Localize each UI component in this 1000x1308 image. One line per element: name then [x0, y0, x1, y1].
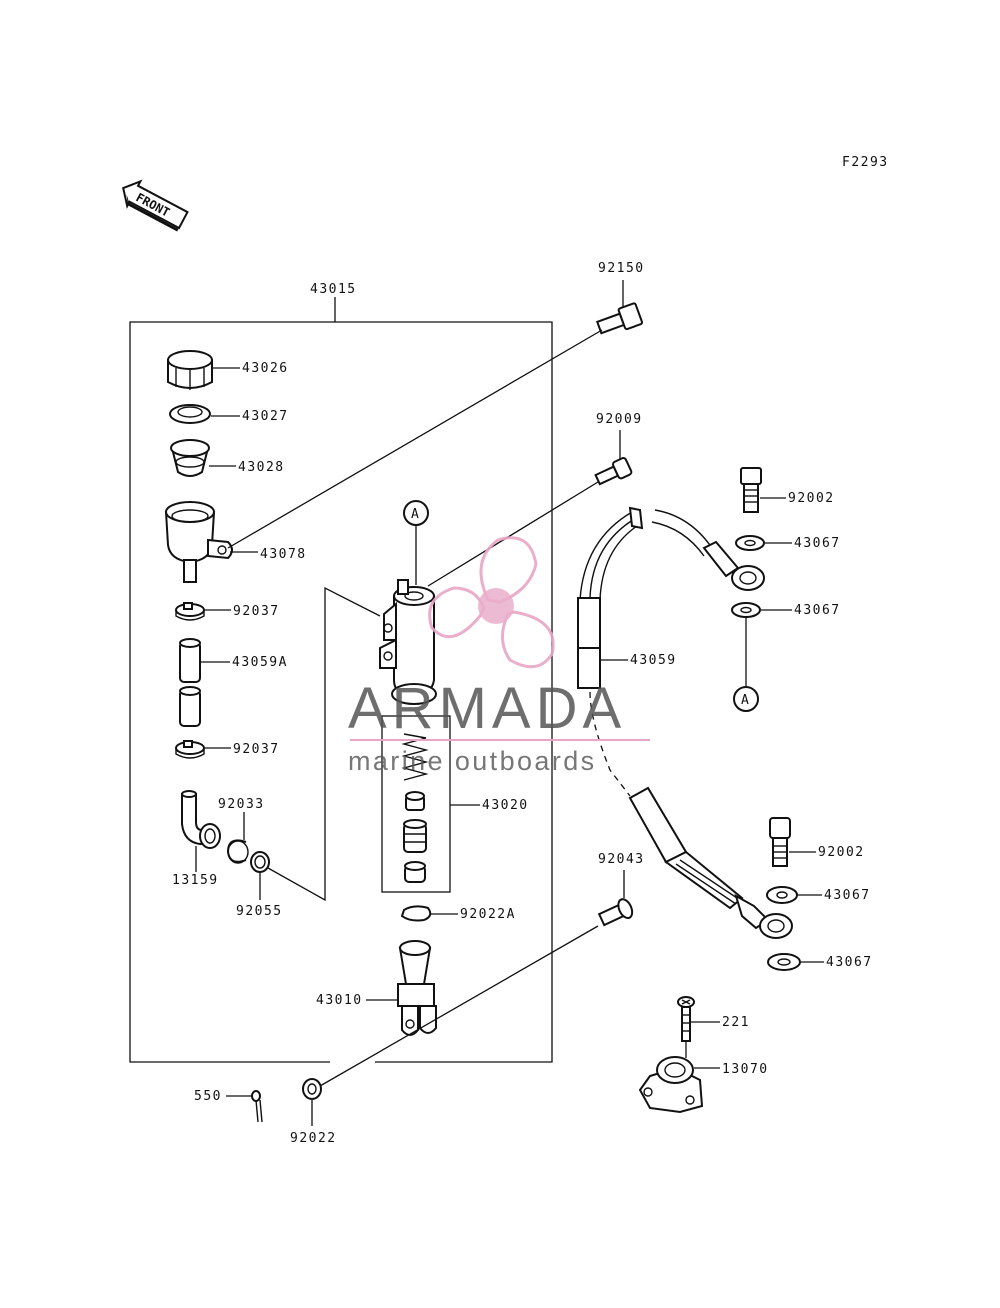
- elbow-fitting: [181, 790, 221, 849]
- label-43027: 43027: [242, 409, 289, 424]
- piston-lower: [404, 861, 426, 883]
- connector-line-oring: [267, 586, 381, 902]
- assembly-box: [129, 297, 553, 1063]
- reservoir-tank: [164, 501, 233, 583]
- watermark-brand: ARMADA: [348, 676, 626, 741]
- brake-hose: [577, 506, 765, 797]
- label-92022: 92022: [290, 1131, 337, 1146]
- label-43015: 43015: [310, 282, 357, 297]
- reservoir-bracket: [638, 1056, 704, 1114]
- label-13070: 13070: [722, 1062, 769, 1077]
- leader-92150: [227, 329, 603, 549]
- label-43067-c: 43067: [824, 888, 871, 903]
- label-43010: 43010: [316, 993, 363, 1008]
- bolt-92009: [594, 457, 633, 486]
- label-92037-upper: 92037: [233, 604, 280, 619]
- label-43067-d: 43067: [826, 955, 873, 970]
- washer-43067-a: [735, 535, 765, 551]
- label-43028: 43028: [238, 460, 285, 475]
- label-43067-a: 43067: [794, 536, 841, 551]
- banjo-bolt-lower: [769, 817, 791, 867]
- hose-lower: [179, 686, 201, 727]
- hose-clamp-lower: [175, 740, 205, 759]
- bolt-92150: [595, 302, 643, 335]
- brake-hose-lower-end: [628, 786, 793, 939]
- diaphragm-ring: [169, 404, 211, 424]
- propeller-logo-icon: [428, 536, 555, 669]
- label-92002-lower: 92002: [818, 845, 865, 860]
- hose-clamp-upper: [175, 602, 205, 621]
- piston-kit-box: [381, 715, 451, 893]
- label-92002-upper: 92002: [788, 491, 835, 506]
- washer-43067-c: [766, 886, 798, 904]
- label-92033: 92033: [218, 797, 265, 812]
- circlip-92022a: [400, 905, 432, 922]
- label-43078: 43078: [260, 547, 307, 562]
- label-221: 221: [722, 1015, 750, 1030]
- screw-221: [677, 996, 695, 1042]
- hose-upper: [179, 638, 201, 683]
- label-43067-b: 43067: [794, 603, 841, 618]
- master-cylinder: [379, 579, 437, 705]
- label-92055: 92055: [236, 904, 283, 919]
- washer-43067-d: [767, 953, 801, 971]
- label-43020: 43020: [482, 798, 529, 813]
- circlip: [226, 839, 249, 864]
- banjo-bolt-upper: [740, 467, 762, 513]
- washer-92022: [302, 1078, 322, 1100]
- watermark-tagline: marine outboards: [348, 746, 597, 776]
- label-92037-lower: 92037: [233, 742, 280, 757]
- label-92009: 92009: [596, 412, 643, 427]
- cotter-pin: [251, 1090, 263, 1123]
- label-550: 550: [194, 1089, 222, 1104]
- label-92150: 92150: [598, 261, 645, 276]
- reservoir-plate: [170, 439, 210, 477]
- ref-marker-a-lower-label: A: [741, 693, 750, 708]
- clevis-pin: [597, 898, 634, 927]
- push-rod: [397, 940, 437, 1036]
- label-43059: 43059: [630, 653, 677, 668]
- leader-92009: [427, 481, 599, 587]
- label-92043: 92043: [598, 852, 645, 867]
- piston-upper: [405, 791, 425, 811]
- figure-code: F2293: [842, 155, 889, 170]
- washer-43067-b: [731, 602, 761, 618]
- ref-marker-a-lower: A: [733, 686, 759, 712]
- label-43059A: 43059A: [232, 655, 288, 670]
- label-43026: 43026: [242, 361, 289, 376]
- reservoir-cap: [167, 350, 213, 390]
- ref-marker-a-upper-label: A: [411, 507, 420, 522]
- watermark: ARMADA marine outboards: [348, 536, 650, 776]
- ref-marker-a-upper: A: [403, 500, 429, 526]
- piston-middle: [403, 819, 427, 853]
- label-13159: 13159: [172, 873, 219, 888]
- label-92022A: 92022A: [460, 907, 516, 922]
- o-ring: [250, 851, 270, 873]
- front-arrow-icon: FRONT: [122, 179, 189, 232]
- leader-92043: [319, 925, 599, 1087]
